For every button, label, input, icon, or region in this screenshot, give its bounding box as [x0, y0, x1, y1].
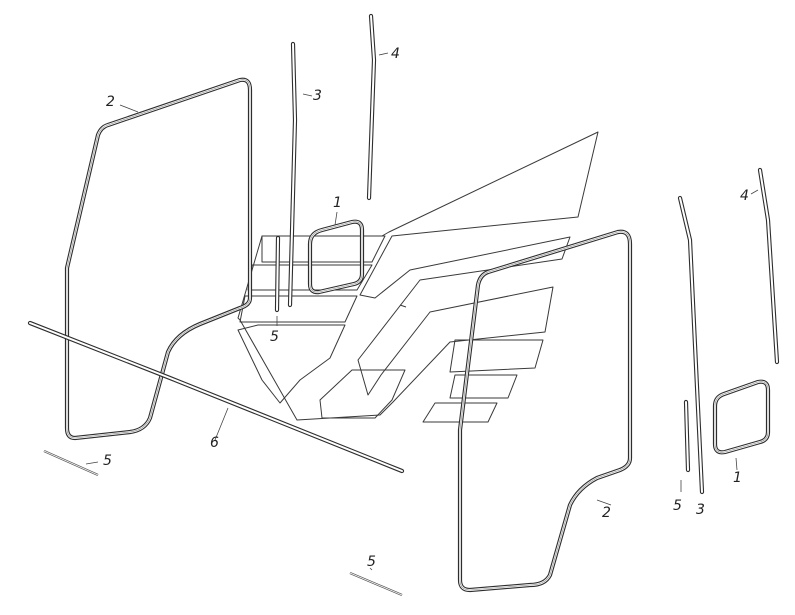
loose-strip-bottom-left	[43, 449, 99, 477]
callout-strip-5-bottom-center: 5	[367, 554, 376, 570]
callout-strip-3-right: 3	[696, 502, 705, 518]
strip-4-left	[366, 13, 377, 201]
callout-strip-4-right: 4	[740, 188, 749, 204]
strip-5-left	[274, 235, 281, 313]
callout-strip-5-right: 5	[673, 498, 682, 514]
callout-window-seal-right: 1	[733, 470, 742, 486]
door-seal-left	[64, 77, 253, 441]
leader-lines	[85, 52, 759, 571]
loose-strip-bottom-center	[349, 571, 403, 597]
callout-strip-3-left: 3	[313, 88, 322, 104]
callout-cord-6: 6	[210, 435, 219, 451]
strip-4-right	[757, 167, 780, 365]
cord-6	[27, 320, 405, 474]
window-seal-right	[712, 379, 771, 455]
window-seal-left	[307, 219, 365, 295]
callout-strip-5-left: 5	[270, 329, 279, 345]
door-panel-outline	[237, 131, 599, 423]
door-seal-right	[457, 229, 633, 593]
strip-3-right	[677, 195, 705, 495]
callout-seal-outer-left: 2	[106, 94, 115, 110]
callout-strip-4-left: 4	[391, 46, 400, 62]
callout-window-seal-left: 1	[333, 195, 342, 211]
strip-5-right	[683, 399, 691, 473]
callout-strip-5-bottom-left: 5	[103, 453, 112, 469]
strip-3-left	[287, 41, 298, 308]
callout-seal-outer-right: 2	[602, 505, 611, 521]
